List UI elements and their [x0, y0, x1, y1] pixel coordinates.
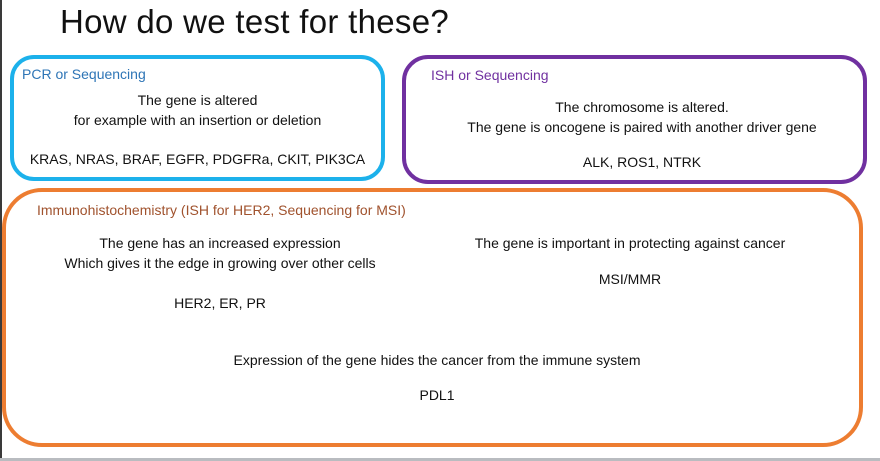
ihc-box-label: Immunohistochemistry (ISH for HER2, Sequ… [37, 202, 406, 218]
immunohistochemistry-box [2, 188, 863, 447]
ish-gene-list: ALK, ROS1, NTRK [582, 154, 702, 170]
pcr-sequencing-box [10, 55, 385, 181]
pcr-gene-list: KRAS, NRAS, BRAF, EGFR, PDGFRa, CKIT, PI… [29, 151, 366, 167]
ihc-overexpression-line-1: The gene has an increased expression [99, 235, 341, 251]
ish-description-line-2: The gene is oncogene is paired with anot… [467, 119, 817, 135]
ihc-immune-gene-list: PDL1 [419, 387, 455, 403]
ihc-protective-description: The gene is important in protecting agai… [474, 235, 786, 251]
ish-description-line-1: The chromosome is altered. [555, 99, 729, 115]
ihc-overexpression-line-2: Which gives it the edge in growing over … [64, 255, 376, 271]
ish-box-label: ISH or Sequencing [431, 67, 549, 83]
ihc-protective-gene-list: MSI/MMR [598, 271, 662, 287]
ish-sequencing-box [402, 55, 867, 184]
window-bottom-edge [0, 458, 880, 461]
pcr-description-line-1: The gene is altered [137, 92, 258, 108]
pcr-description-line-2: for example with an insertion or deletio… [73, 112, 322, 128]
window-left-edge [0, 0, 2, 461]
pcr-box-label: PCR or Sequencing [22, 66, 146, 82]
ihc-overexpression-gene-list: HER2, ER, PR [174, 295, 266, 311]
ihc-immune-description: Expression of the gene hides the cancer … [233, 352, 641, 368]
slide-title: How do we test for these? [60, 3, 450, 40]
